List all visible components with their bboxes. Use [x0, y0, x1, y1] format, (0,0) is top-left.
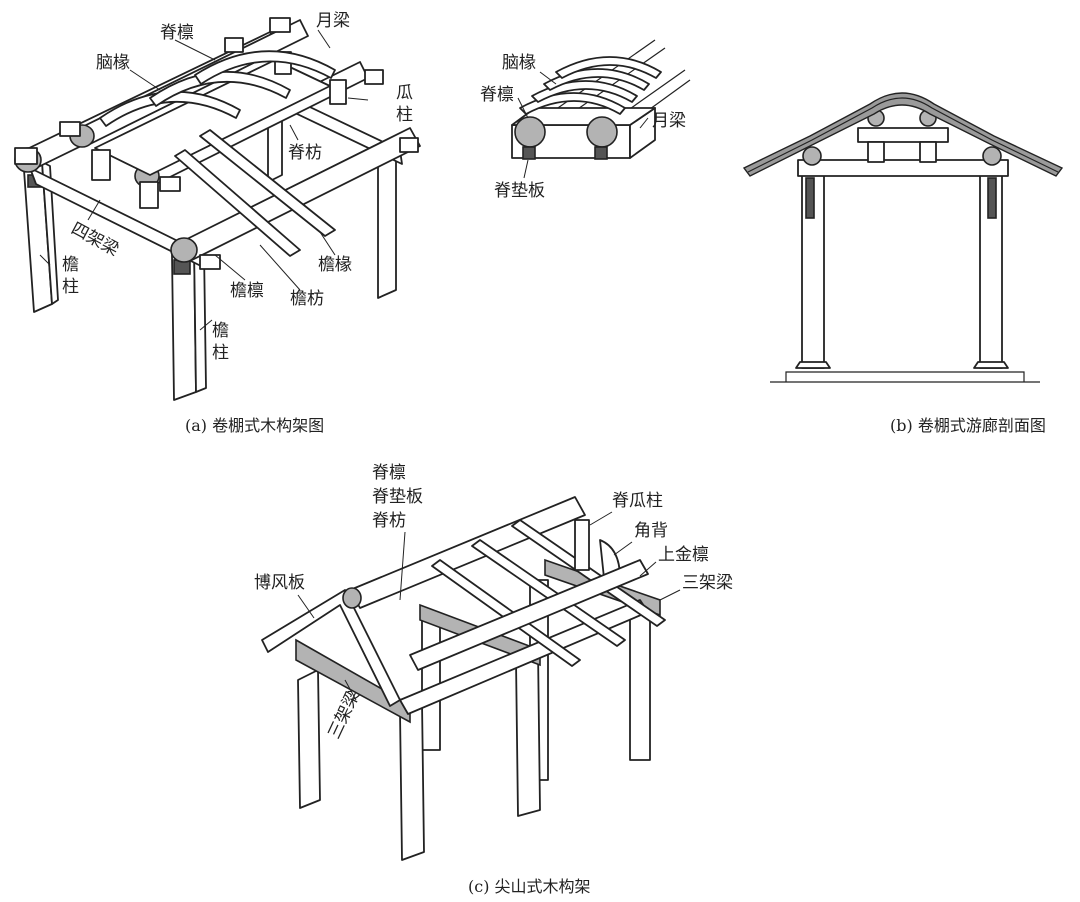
panel-a-caption: (a) 卷棚式木构架图 — [185, 416, 324, 435]
label-gua: 瓜 — [396, 83, 413, 103]
c-label-ji-lin: 脊檩 — [372, 463, 406, 483]
label-yan-lin: 檐檩 — [230, 281, 264, 301]
panel-a-drawing — [14, 17, 421, 401]
c-label-bo-feng-ban: 博风板 — [254, 573, 305, 593]
label-yan-zhu-left-2: 柱 — [62, 277, 79, 297]
c-label-shang-jin-lin: 上金檩 — [658, 545, 709, 565]
panel-a-labels: 脊檩 月梁 脑椽 瓜 柱 脊枋 四架梁 檐 柱 檐檩 檐枋 檐椽 檐 柱 (a)… — [62, 11, 413, 435]
panel-b-labels: (b) 卷棚式游廊剖面图 — [890, 416, 1046, 435]
panel-b-caption: (b) 卷棚式游廊剖面图 — [890, 416, 1046, 435]
label-yan-zhu-front-2: 柱 — [212, 343, 229, 363]
c-label-ji-fang: 脊枋 — [372, 511, 406, 531]
label-zhu: 柱 — [396, 105, 413, 125]
label-yue-liang: 月梁 — [316, 11, 350, 31]
c-label-ji-gua-zhu: 脊瓜柱 — [612, 491, 663, 511]
detail-label-ji-dian-ban: 脊垫板 — [494, 181, 545, 201]
panel-b-drawing — [742, 92, 1064, 383]
label-ji-fang: 脊枋 — [288, 143, 322, 163]
detail-labels: 脑椽 脊檩 月梁 脊垫板 — [480, 53, 686, 201]
c-label-san-jia-liang-right: 三架梁 — [682, 573, 733, 593]
label-yan-chuan: 檐椽 — [318, 255, 352, 275]
detail-label-yue-liang: 月梁 — [652, 111, 686, 131]
label-ji-lin: 脊檩 — [160, 23, 194, 43]
c-label-jiao-bei: 角背 — [634, 521, 668, 541]
c-label-ji-dian-ban: 脊垫板 — [372, 487, 423, 507]
detail-label-nao-chuan: 脑椽 — [502, 53, 536, 73]
detail-drawing — [511, 39, 691, 179]
c-label-san-jia-liang-left: 三架梁 — [324, 687, 364, 742]
label-yan-fang: 檐枋 — [290, 289, 324, 309]
panel-c-caption: (c) 尖山式木构架 — [468, 877, 591, 896]
detail-label-ji-lin: 脊檩 — [480, 85, 514, 105]
panel-c-labels: 脊檩 脊垫板 脊枋 脊瓜柱 角背 上金檩 三架梁 博风板 三架梁 (c) 尖山式… — [254, 463, 733, 896]
label-nao-chuan: 脑椽 — [96, 53, 130, 73]
panel-c-drawing — [261, 496, 681, 861]
label-yan-zhu-front-1: 檐 — [212, 321, 229, 341]
label-yan-zhu-left-1: 檐 — [62, 255, 79, 275]
